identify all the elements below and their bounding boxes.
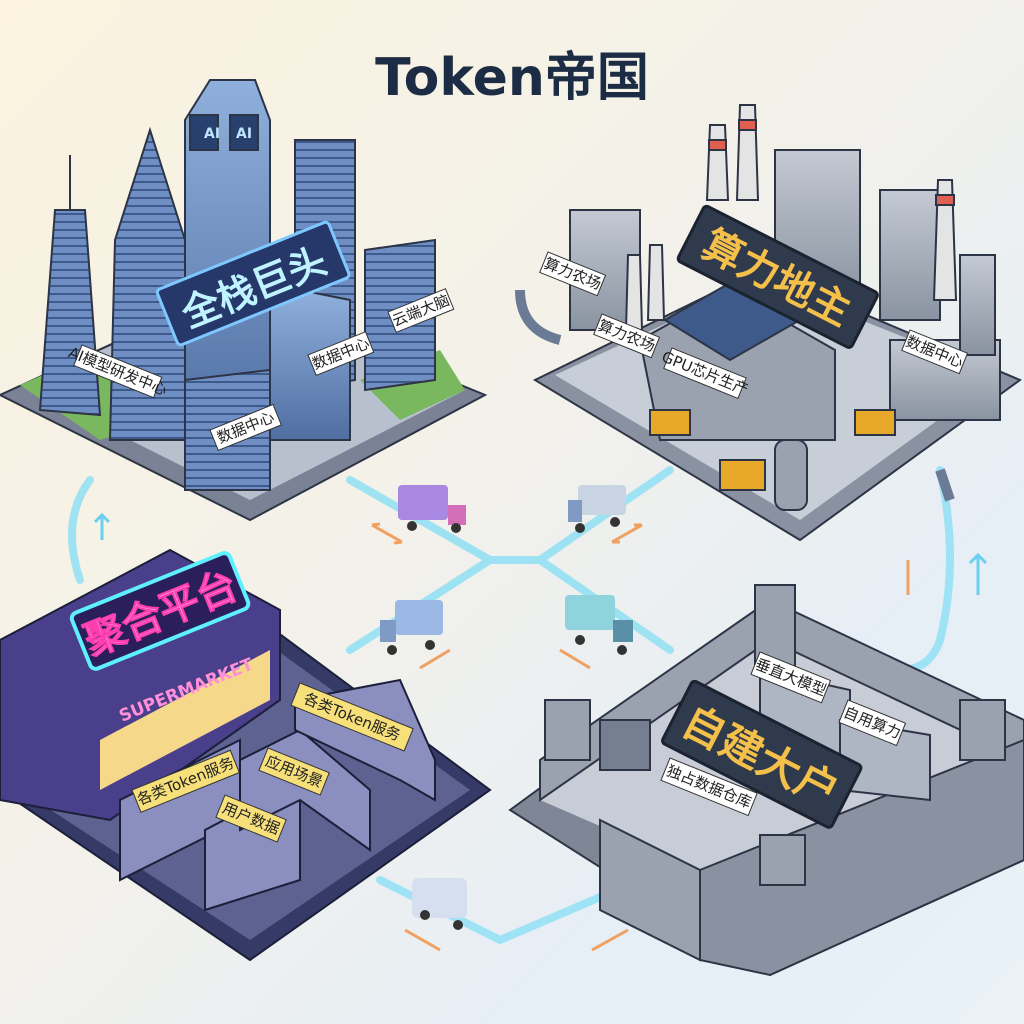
district-fullstack-giants: AI AI 全栈巨头 AI模型研发中心 数据中心 数据中心 云端大脑 (0, 79, 488, 522)
upload-arrows (93, 512, 988, 595)
tower-ai-badge: AI (236, 126, 252, 142)
district-self-built: 自建大户 垂直大模型 自用算力 独占数据仓库 (508, 584, 1024, 977)
truck-icon (398, 485, 466, 533)
page-title: Token帝国 (375, 48, 649, 108)
truck-icon (380, 600, 443, 655)
truck-icon (568, 485, 626, 533)
tower-ai-badge: AI (204, 126, 220, 142)
delivery-trucks (380, 485, 633, 930)
district-compute-landlords: 算力地主 算力农场 算力农场 GPU芯片生产 数据中心 (515, 104, 1023, 542)
truck-icon (565, 595, 633, 655)
district-aggregator-platform: 聚合平台 SUPERMARKET 各类Token服务 各类Token服务 应用场… (0, 548, 492, 962)
transfer-arrows (371, 522, 910, 952)
truck-icon (412, 878, 467, 930)
